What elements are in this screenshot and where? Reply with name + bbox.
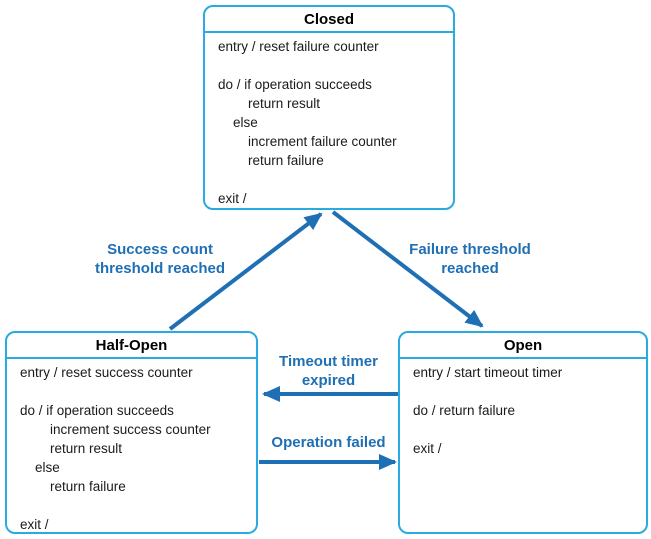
- state-title-closed: Closed: [205, 7, 453, 33]
- transition-label-failure-threshold-reached: Failure threshold reached: [409, 241, 531, 277]
- state-body-open: entry / start timeout timer do / return …: [413, 365, 563, 456]
- state-box-open: Open entry / start timeout timer do / re…: [398, 331, 648, 534]
- state-title-open: Open: [400, 333, 646, 359]
- transition-label-operation-failed: Operation failed: [271, 434, 386, 451]
- state-box-closed: Closed entry / reset failure counter do …: [203, 5, 455, 210]
- transition-label-timeout-timer-expired: Timeout timer expired: [279, 353, 378, 389]
- state-title-half-open: Half-Open: [7, 333, 256, 359]
- state-body-half-open: entry / reset success counter do / if op…: [20, 365, 211, 532]
- transition-label-success-count-threshold-reached: Success count threshold reached: [94, 241, 226, 277]
- state-body-closed: entry / reset failure counter do / if op…: [218, 39, 397, 206]
- state-box-half-open: Half-Open entry / reset success counter …: [5, 331, 258, 534]
